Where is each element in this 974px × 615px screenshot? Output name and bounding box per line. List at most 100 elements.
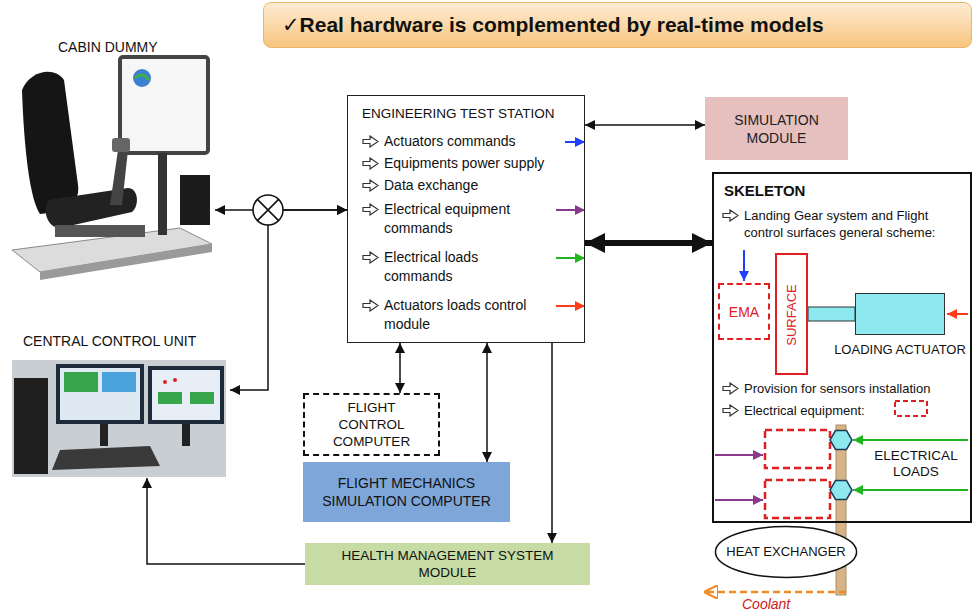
connector [585, 124, 705, 126]
bullet-arrow-shape [723, 405, 738, 416]
electrical-equipment [765, 480, 830, 518]
bullet-arrow [362, 251, 379, 264]
seat-rail [55, 225, 145, 237]
command-arrow [556, 257, 585, 259]
bullet-arrow-shape [363, 300, 378, 311]
control-stick [110, 150, 128, 205]
screen-panel [190, 392, 214, 404]
monitor-screen [152, 370, 220, 420]
computer-box: FLIGHT MECHANICS SIMULATION COMPUTER [303, 462, 510, 522]
monitor [120, 57, 208, 153]
load-hexagon [830, 431, 852, 450]
unit-heading: CENTRAL CONTROL UNIT [23, 332, 230, 350]
connector [551, 343, 553, 543]
text-slot: CABIN DUMMY [58, 38, 215, 56]
illustrated-unit: CABIN DUMMY [5, 30, 215, 280]
side-box [180, 175, 210, 225]
bullet-arrow [362, 203, 379, 216]
text-slot: SKELETON [724, 182, 970, 199]
box-heading: ENGINEERING TEST STATION [362, 106, 584, 122]
illustrated-unit: CENTRAL CONTROL UNIT [5, 330, 230, 478]
box-label: SIMULATION MODULE [713, 111, 840, 147]
screen-dot [173, 378, 177, 382]
loads-label: ELECTRICAL LOADS [866, 448, 966, 480]
list-item: Equipments power supply [384, 154, 557, 173]
list-item: Landing Gear system and Flight control s… [744, 207, 962, 241]
text-slot: LOADING ACTUATOR [834, 342, 966, 358]
seat-back [22, 72, 78, 214]
command-arrow [556, 209, 585, 211]
list-item: Provision for sensors installation [744, 380, 962, 397]
list-item: Electrical equipment commands [384, 200, 540, 238]
coolant-arrow [704, 591, 846, 594]
module-box: SIMULATION MODULE [705, 97, 848, 160]
command-arrow [743, 250, 745, 281]
photo-ground [12, 360, 226, 477]
junction-symbol [253, 195, 283, 225]
logo-swoosh [135, 75, 149, 80]
text-slot: Equipments power supply [362, 154, 557, 173]
control-unit-photo [12, 360, 226, 477]
bullet-arrow [722, 382, 739, 395]
bullet-arrow [362, 135, 379, 148]
monitor-screen [60, 368, 140, 420]
text-slot: HEALTH MANAGEMENT SYSTEM MODULE [313, 547, 582, 581]
stick-grip [112, 138, 130, 152]
pc-tower [14, 378, 48, 474]
monitor-stand [182, 424, 190, 446]
box-label: FLIGHT CONTROL COMPUTER [313, 399, 430, 450]
text-slot: SURFACE [761, 305, 822, 323]
label-anchor: Coolant [742, 596, 790, 612]
box-label: HEALTH MANAGEMENT SYSTEM MODULE [313, 547, 582, 581]
load-hexagon [830, 481, 852, 500]
bullet-arrow-shape [363, 158, 378, 169]
text-slot: Data exchange [362, 176, 557, 195]
connector [399, 343, 401, 393]
command-arrow [565, 141, 585, 143]
loading-actuator: LOADING ACTUATOR [855, 293, 945, 335]
box-label: EMA [729, 303, 759, 321]
title: ✓Real hardware is complemented by real-t… [282, 12, 824, 38]
text-slot: HEAT EXCHANGER [726, 544, 845, 560]
flow-label: Coolant [742, 596, 790, 612]
equipment-arrow [715, 454, 763, 456]
list-item: Actuators loads control module [384, 296, 540, 334]
logo-globe [133, 69, 151, 87]
junction-cross [257, 199, 278, 220]
monitor-stand [100, 424, 108, 446]
box-label: LOADING ACTUATOR [834, 342, 966, 358]
equipment-legend-box [895, 401, 927, 416]
box-heading: SKELETON [724, 182, 970, 199]
load-arrow [853, 489, 968, 491]
list-item: Electrical equipment: [744, 402, 962, 419]
box-label: FLIGHT MECHANICS SIMULATION COMPUTER [311, 474, 502, 510]
heat-exchanger: HEAT EXCHANGER [714, 525, 858, 579]
computer-box: FLIGHT CONTROL COMPUTER [303, 393, 440, 456]
connector [147, 478, 305, 564]
text-slot: Electrical equipment: [722, 402, 962, 419]
box-label: HEAT EXCHANGER [726, 544, 845, 560]
monitor-bezel [148, 366, 224, 424]
connector [230, 210, 347, 390]
list-item: Data exchange [384, 176, 557, 195]
bullet-arrow-shape [363, 180, 378, 191]
bullet-arrow [722, 209, 739, 222]
bullet-arrow-shape [363, 252, 378, 263]
keyboard [52, 446, 160, 470]
text-slot: ENGINEERING TEST STATION [362, 106, 584, 122]
bullet-arrow-shape [363, 136, 378, 147]
bullet-arrow [362, 157, 379, 170]
bullet-arrow [362, 299, 379, 312]
electrical-equipment [765, 430, 830, 468]
text-slot: FLIGHT CONTROL COMPUTER [313, 399, 430, 450]
bullet-arrow-shape [723, 383, 738, 394]
load-arrow [947, 313, 968, 315]
actuator-box: EMA [718, 283, 770, 340]
connector [486, 343, 488, 462]
surface-box: SURFACE [775, 253, 808, 375]
text-slot: CENTRAL CONTROL UNIT [23, 332, 230, 350]
text-slot: Provision for sensors installation [722, 380, 962, 397]
module-box: HEALTH MANAGEMENT SYSTEM MODULE [305, 543, 590, 585]
cabin-illustration [12, 57, 212, 280]
